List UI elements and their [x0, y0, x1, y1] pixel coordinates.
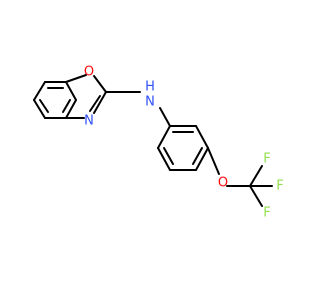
bond: [157, 147, 171, 171]
double-bond-inner: [192, 147, 203, 165]
bond: [93, 75, 107, 93]
double-bond-inner: [163, 147, 174, 165]
bond: [157, 125, 171, 149]
amine-nitrogen-label: N: [145, 95, 155, 110]
bond: [159, 107, 171, 127]
bond: [195, 147, 209, 171]
bond: [207, 147, 220, 175]
background: [0, 0, 300, 300]
trifluoromethoxy-group: [207, 147, 273, 207]
oxazole-ring: [65, 74, 107, 119]
bond: [33, 81, 46, 101]
amine-linker: [105, 91, 171, 127]
benzoxazole-benzene-ring: [33, 81, 77, 119]
bond: [33, 99, 46, 119]
bond: [93, 91, 107, 114]
bond: [65, 99, 77, 119]
bond: [249, 165, 263, 187]
fluorine-label: F: [263, 206, 270, 221]
fluorine-label: F: [263, 152, 270, 167]
bond: [249, 185, 263, 207]
amine-hydrogen-label: H: [145, 80, 155, 95]
double-bond-inner: [89, 95, 101, 112]
bond: [65, 74, 87, 83]
bond: [195, 125, 209, 149]
double-bond-inner: [39, 99, 49, 113]
fluorine-label: F: [276, 179, 283, 194]
molecule-structure-diagram: O N N H O F F F: [0, 0, 300, 300]
double-bond-inner: [62, 99, 71, 113]
ring-oxygen-label: O: [84, 65, 94, 80]
bond: [65, 81, 77, 101]
ring-nitrogen-label: N: [84, 114, 94, 129]
phenyl-ring: [157, 125, 209, 171]
ether-oxygen-label: O: [218, 176, 228, 191]
